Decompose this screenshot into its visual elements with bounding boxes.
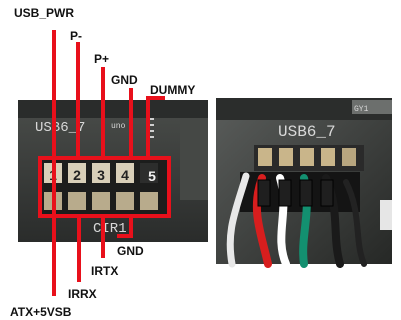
label-usb-pwr: USB_PWR <box>14 6 74 20</box>
left-pin-squares-top <box>44 163 158 183</box>
right-cable-photo: GY1 USB6_7 <box>216 98 392 268</box>
right-corner-mark: GY1 <box>354 105 369 114</box>
pin-number-5: 5 <box>148 168 156 184</box>
left-pin-squares-bottom <box>44 192 158 210</box>
pin-number-2: 2 <box>73 167 81 183</box>
right-crimp-pins <box>257 179 334 207</box>
label-dummy: DUMMY <box>150 83 195 97</box>
pin-number-4: 4 <box>121 167 129 183</box>
callout-lines <box>38 30 171 296</box>
right-header-pins <box>254 145 364 171</box>
label-gnd-bottom: GND <box>117 244 144 258</box>
label-p-plus: P+ <box>94 52 109 66</box>
right-usb-silkscreen: USB6_7 <box>278 123 336 141</box>
label-gnd-top: GND <box>111 73 138 87</box>
callout-line-gnd-bottom <box>117 216 133 238</box>
pin-number-3: 3 <box>97 167 105 183</box>
wire-black-right <box>343 179 367 267</box>
right-edge-component <box>380 200 392 230</box>
left-side-mark: uno <box>111 122 126 131</box>
left-side-dots <box>150 118 154 138</box>
label-p-minus: P- <box>70 29 82 43</box>
label-atx-5vsb: ATX+5VSB <box>10 305 72 319</box>
left-usb-silkscreen: USB6_7 <box>35 120 85 136</box>
label-irtx: IRTX <box>91 264 118 278</box>
callout-line-dummy <box>146 96 165 160</box>
wire-white-left <box>226 172 250 268</box>
left-header-photo: USB6_7 uno 1 2 3 4 5 CIR1 <box>18 100 208 242</box>
label-irrx: IRRX <box>68 287 97 301</box>
pin-labels: USB_PWR P- P+ GND DUMMY GND IRTX IRRX AT… <box>10 6 195 319</box>
